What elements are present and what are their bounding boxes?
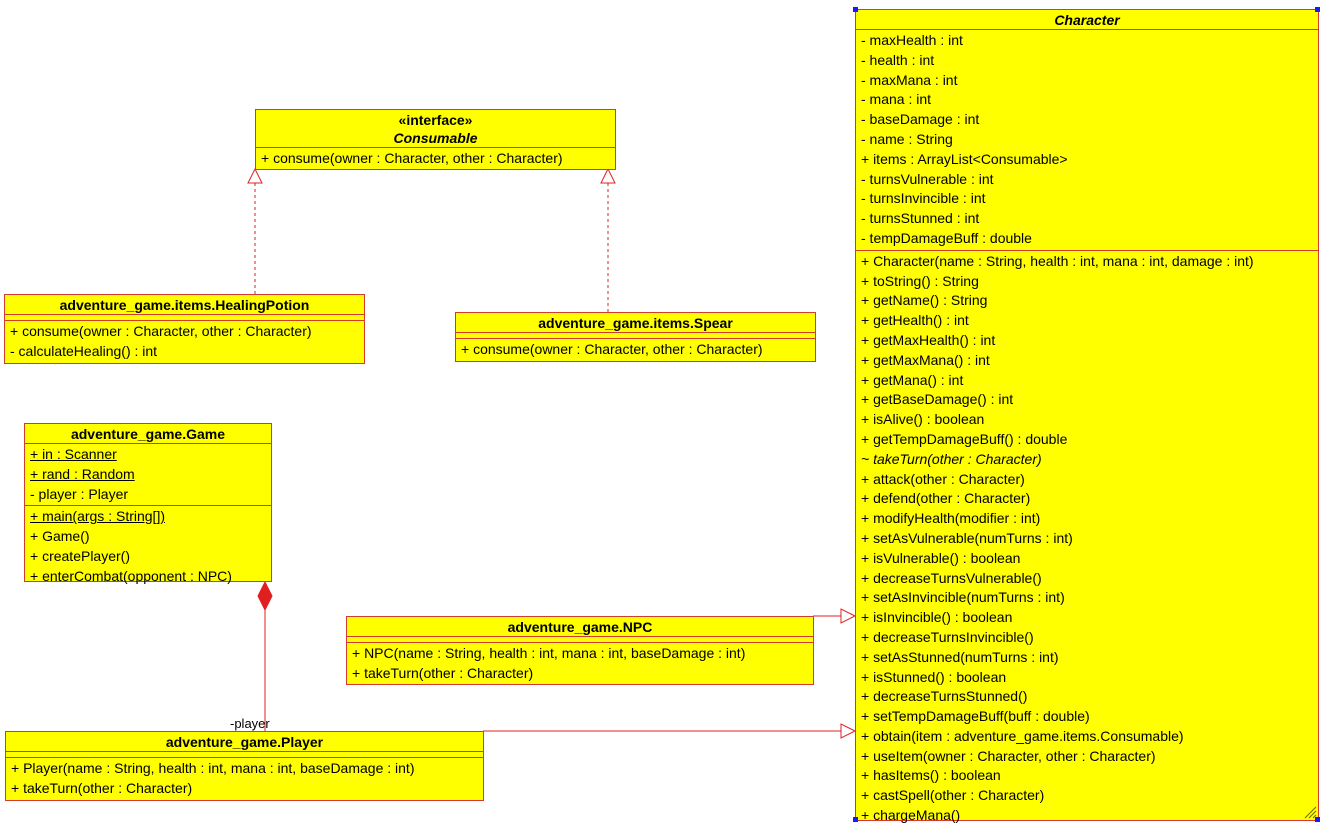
operation: + setAsVulnerable(numTurns : int): [861, 529, 1073, 546]
operation: - calculateHealing() : int: [10, 342, 158, 359]
attributes-compartment: - maxHealth : int - health : int - maxMana…: [856, 29, 1318, 250]
class-spear[interactable]: adventure_game.items.Spear + consume(own…: [455, 312, 816, 362]
resize-grip-icon[interactable]: [1303, 805, 1317, 819]
operation: + getTempDamageBuff() : double: [861, 430, 1068, 447]
operation: + consume(owner : Character, other : Cha…: [261, 150, 563, 166]
operation: + setAsStunned(numTurns : int): [861, 648, 1059, 665]
attribute: - mana : int: [861, 91, 932, 108]
operation: + getMaxMana() : int: [861, 351, 990, 368]
selection-handle-top-left[interactable]: [853, 7, 858, 12]
operations-compartment: + consume(owner : Character, other : Cha…: [5, 320, 364, 363]
attribute: - baseDamage : int: [861, 111, 980, 128]
operation: + castSpell(other : Character): [861, 787, 1045, 804]
operation: + getName() : String: [861, 292, 988, 309]
operation: + getHealth() : int: [861, 312, 969, 329]
class-consumable[interactable]: «interface» Consumable + consume(owner :…: [255, 109, 616, 170]
operation: + defend(other : Character): [861, 490, 1031, 507]
attribute: + items : ArrayList<Consumable>: [861, 150, 1068, 167]
class-name: adventure_game.Player: [165, 734, 324, 750]
class-header: «interface» Consumable: [256, 110, 615, 147]
selection-handle-bottom-left[interactable]: [853, 817, 858, 822]
class-name: Consumable: [393, 130, 478, 146]
operation: + toString() : String: [861, 272, 979, 289]
class-character[interactable]: Character - maxHealth : int - health : in…: [855, 9, 1319, 823]
operation: + getMana() : int: [861, 371, 964, 388]
class-player[interactable]: adventure_game.Player + Player(name : St…: [5, 731, 484, 801]
operation: + isInvincible() : boolean: [861, 609, 1013, 626]
attribute: - name : String: [861, 130, 953, 147]
attributes-compartment: [6, 751, 483, 752]
operation: + chargeMana(): [861, 807, 961, 824]
class-npc[interactable]: adventure_game.NPC + NPC(name : String, …: [346, 616, 814, 685]
realization-spear-consumable: [600, 167, 616, 312]
attributes-compartment: [456, 332, 815, 333]
class-game[interactable]: adventure_game.Game + in : Scanner + ran…: [24, 423, 272, 584]
operations-compartment: + Character(name : String, health : int,…: [856, 249, 1318, 827]
operations-compartment: + Player(name : String, health : int, ma…: [6, 757, 483, 800]
class-healing-potion[interactable]: adventure_game.items.HealingPotion + con…: [4, 294, 365, 364]
attribute: - turnsVulnerable : int: [861, 170, 994, 187]
generalization-player-character: [483, 723, 857, 739]
operation: + isVulnerable() : boolean: [861, 549, 1021, 566]
class-name: adventure_game.items.HealingPotion: [59, 297, 310, 313]
operations-compartment: + consume(owner : Character, other : Cha…: [256, 147, 615, 170]
operation: + enterCombat(opponent : NPC): [30, 567, 232, 584]
selection-handle-top-right[interactable]: [1315, 7, 1320, 12]
class-name: adventure_game.NPC: [507, 619, 653, 635]
realization-healingpotion-consumable: [247, 167, 263, 294]
attribute: - turnsInvincible : int: [861, 190, 986, 207]
operation: + main(args : String[]): [30, 508, 165, 525]
attribute: - maxHealth : int: [861, 32, 963, 48]
operation: + useItem(owner : Character, other : Cha…: [861, 747, 1156, 764]
operation: + decreaseTurnsStunned(): [861, 688, 1028, 705]
operation: + decreaseTurnsVulnerable(): [861, 569, 1042, 586]
operations-compartment: + consume(owner : Character, other : Cha…: [456, 338, 815, 361]
operation: + Player(name : String, health : int, ma…: [11, 760, 415, 776]
attribute: + in : Scanner: [30, 446, 117, 462]
operation: + setTempDamageBuff(buff : double): [861, 708, 1090, 725]
operation: + takeTurn(other : Character): [352, 664, 534, 681]
operation: + obtain(item : adventure_game.items.Con…: [861, 727, 1184, 744]
operation: + consume(owner : Character, other : Cha…: [461, 341, 763, 357]
operations-compartment: + main(args : String[]) + Game() + creat…: [25, 505, 271, 587]
operations-compartment: + NPC(name : String, health : int, mana …: [347, 642, 813, 685]
attribute: - turnsStunned : int: [861, 210, 980, 227]
operation: + modifyHealth(modifier : int): [861, 510, 1041, 527]
operation: + attack(other : Character): [861, 470, 1025, 487]
stereotype-label: «interface»: [398, 112, 473, 128]
composition-game-player: [257, 580, 273, 731]
attribute: + rand : Random: [30, 465, 135, 482]
generalization-npc-character: [813, 608, 857, 624]
attributes-compartment: [5, 314, 364, 315]
class-name: adventure_game.items.Spear: [538, 315, 733, 331]
operation: + getMaxHealth() : int: [861, 331, 996, 348]
operation: + decreaseTurnsInvincible(): [861, 628, 1034, 645]
composition-role-label: -player: [230, 716, 270, 731]
operation: + isStunned() : boolean: [861, 668, 1007, 685]
operation: + takeTurn(other : Character): [11, 779, 193, 796]
operation: + Game(): [30, 528, 90, 545]
class-name: Character: [1054, 12, 1120, 28]
selection-handle-bottom-right[interactable]: [1315, 817, 1320, 822]
operation: + consume(owner : Character, other : Cha…: [10, 323, 312, 339]
attribute: - maxMana : int: [861, 71, 958, 88]
operation: + Character(name : String, health : int,…: [861, 252, 1254, 269]
operation: + getBaseDamage() : int: [861, 391, 1014, 408]
operation: + isAlive() : boolean: [861, 411, 985, 428]
operation: ~ takeTurn(other : Character): [861, 450, 1042, 467]
attributes-compartment: [347, 636, 813, 637]
attribute: - player : Player: [30, 485, 129, 502]
operation: + createPlayer(): [30, 547, 130, 564]
attributes-compartment: + in : Scanner + rand : Random - player …: [25, 443, 271, 505]
operation: + setAsInvincible(numTurns : int): [861, 589, 1065, 606]
operation: + hasItems() : boolean: [861, 767, 1001, 784]
class-name: adventure_game.Game: [70, 426, 226, 442]
attribute: - health : int: [861, 51, 935, 68]
operation: + NPC(name : String, health : int, mana …: [352, 645, 746, 661]
attribute: - tempDamageBuff : double: [861, 229, 1032, 246]
